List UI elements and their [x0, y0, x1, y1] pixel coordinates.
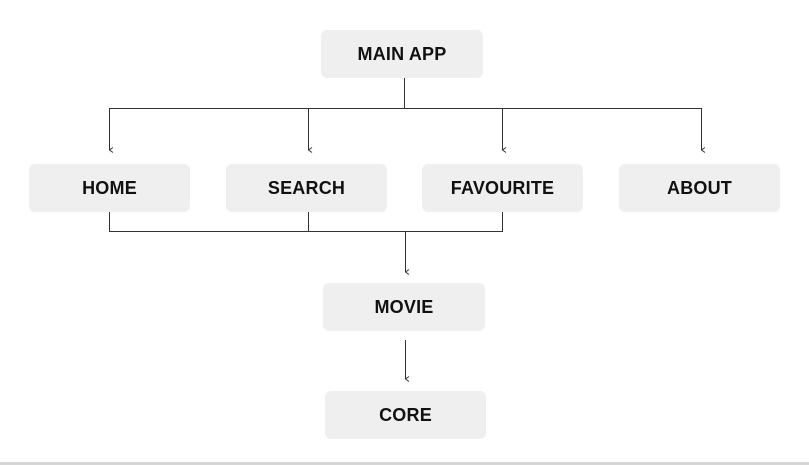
node-search: SEARCH	[226, 164, 387, 212]
node-about: ABOUT	[619, 164, 780, 212]
node-core: CORE	[325, 391, 486, 439]
node-movie: MOVIE	[323, 283, 485, 331]
node-favourite: FAVOURITE	[422, 164, 583, 212]
node-home: HOME	[29, 164, 190, 212]
bottom-divider	[0, 462, 809, 465]
node-main-app: MAIN APP	[321, 30, 483, 78]
